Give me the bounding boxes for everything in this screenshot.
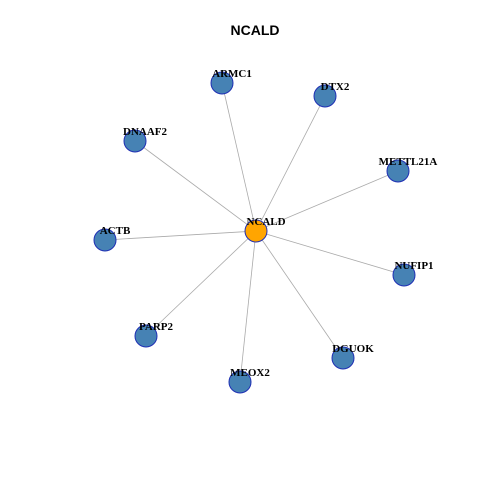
node-armc1: ARMC1 bbox=[210, 68, 252, 95]
node-circle-dtx2 bbox=[313, 84, 337, 108]
node-dtx2: DTX2 bbox=[313, 81, 350, 108]
node-label-dnaaf2: DNAAF2 bbox=[123, 126, 167, 138]
node-label-meox2: MEOX2 bbox=[230, 367, 270, 379]
node-label-parp2: PARP2 bbox=[139, 321, 174, 333]
node-label-actb: ACTB bbox=[100, 225, 131, 237]
edge-layer bbox=[104, 82, 405, 383]
node-parp2: PARP2 bbox=[134, 321, 174, 348]
edge-ncald-meox2 bbox=[239, 230, 257, 383]
edge-ncald-nufip1 bbox=[255, 230, 405, 276]
node-label-mettl21a: METTL21A bbox=[379, 156, 438, 168]
node-label-dtx2: DTX2 bbox=[321, 81, 350, 93]
node-meox2: MEOX2 bbox=[228, 367, 270, 394]
node-circle-nufip1 bbox=[392, 263, 416, 287]
node-circle-parp2 bbox=[134, 324, 158, 348]
node-label-dguok: DGUOK bbox=[332, 343, 374, 355]
node-mettl21a: METTL21A bbox=[379, 156, 438, 183]
edge-ncald-parp2 bbox=[145, 230, 257, 337]
node-dguok: DGUOK bbox=[331, 343, 374, 370]
node-circle-dnaaf2 bbox=[123, 129, 147, 153]
node-label-nufip1: NUFIP1 bbox=[394, 260, 433, 272]
diagram-title: NCALD bbox=[231, 22, 280, 38]
node-circle-dguok bbox=[331, 346, 355, 370]
node-circle-armc1 bbox=[210, 71, 234, 95]
node-actb: ACTB bbox=[93, 225, 131, 252]
edge-ncald-mettl21a bbox=[255, 170, 399, 232]
edge-ncald-dnaaf2 bbox=[134, 140, 257, 232]
node-circle-meox2 bbox=[228, 370, 252, 394]
node-circle-mettl21a bbox=[386, 159, 410, 183]
node-ncald: NCALD bbox=[244, 216, 286, 243]
node-label-ncald: NCALD bbox=[246, 216, 285, 228]
node-label-armc1: ARMC1 bbox=[212, 68, 252, 80]
node-nufip1: NUFIP1 bbox=[392, 260, 434, 287]
edge-ncald-dguok bbox=[255, 230, 344, 359]
edge-ncald-dtx2 bbox=[255, 95, 326, 232]
node-dnaaf2: DNAAF2 bbox=[123, 126, 167, 153]
edge-ncald-actb bbox=[104, 230, 257, 241]
node-circle-actb bbox=[93, 228, 117, 252]
edge-ncald-armc1 bbox=[221, 82, 257, 232]
node-circle-ncald bbox=[244, 219, 268, 243]
